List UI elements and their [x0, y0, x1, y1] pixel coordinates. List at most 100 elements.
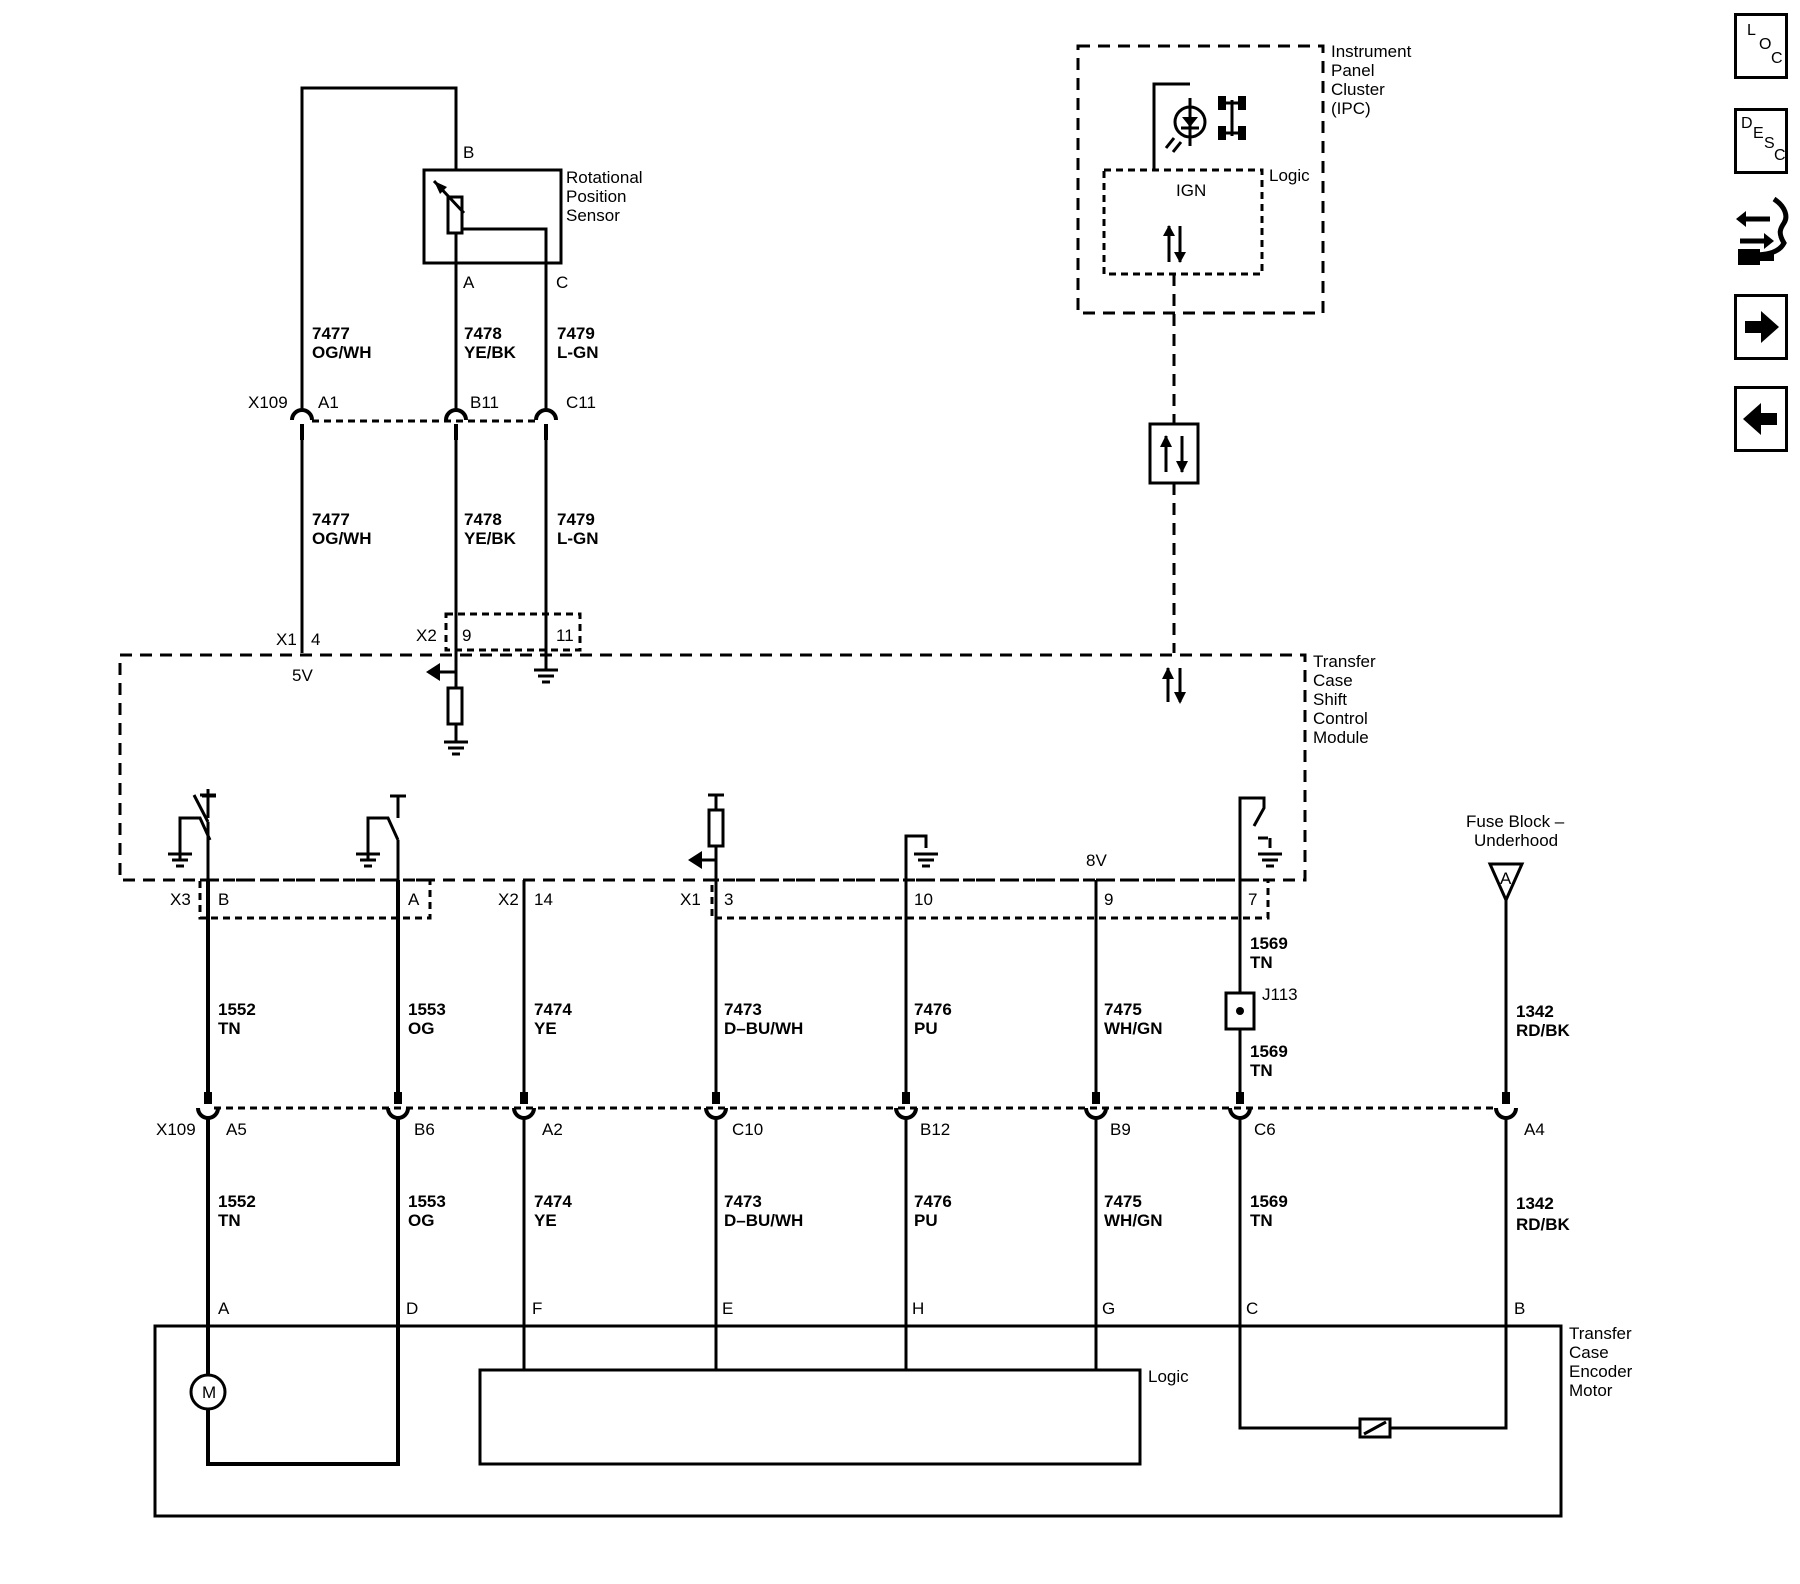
- wire-7479-color: L-GN: [557, 343, 599, 362]
- tccm-x3-a: A: [408, 890, 420, 909]
- low-side-switch-b: [168, 789, 216, 880]
- tccm-x2b-pin: 14: [534, 890, 553, 909]
- ipc-title-2: Panel: [1331, 61, 1374, 80]
- wire-7478-color: YE/BK: [464, 343, 517, 362]
- back-arrow-icon: [1743, 403, 1777, 435]
- loc-letter-o: O: [1759, 36, 1772, 53]
- wire-7475-color: WH/GN: [1104, 1019, 1163, 1038]
- motor-pin-c: C: [1246, 1299, 1258, 1318]
- motor-pin-b: B: [1514, 1299, 1525, 1318]
- wire-1569-lower-color: TN: [1250, 1211, 1273, 1230]
- ground-10: [904, 834, 938, 880]
- tccm-x1b-pin: 3: [724, 890, 733, 909]
- x109-pin-a2: A2: [542, 1120, 563, 1139]
- wire-1553-lower-color: OG: [408, 1211, 434, 1230]
- x109-pin-c11: C11: [566, 393, 596, 412]
- motor-pin-e: E: [722, 1299, 733, 1318]
- motor-pin-f: F: [532, 1299, 542, 1318]
- wiring-diagram: B A C Rotational Position Sensor 7477 OG…: [118, 42, 1633, 1518]
- motor-title-4: Motor: [1569, 1381, 1613, 1400]
- wire-1553-lower-circuit: 1553: [408, 1192, 446, 1211]
- sensor-pin-c: C: [556, 273, 568, 292]
- loc-button[interactable]: L O C: [1734, 13, 1788, 79]
- connector-end-view-icon[interactable]: [1734, 193, 1790, 273]
- wire-7477-lower-circuit: 7477: [312, 510, 350, 529]
- wire-7478-circuit: 7478: [464, 324, 502, 343]
- ground-icon: [444, 740, 468, 756]
- heater-element-icon: [1358, 1417, 1392, 1439]
- sensor-title-3: Sensor: [566, 206, 620, 225]
- back-button[interactable]: [1734, 386, 1788, 452]
- wire-1569-circuit: 1569: [1250, 1042, 1288, 1061]
- wire-1342-lower-color: RD/BK: [1516, 1215, 1571, 1234]
- wire-7476-circuit: 7476: [914, 1000, 952, 1019]
- wire-1553-circuit: 1553: [408, 1000, 446, 1019]
- tccm-x2-pin9: 9: [462, 626, 471, 645]
- motor-pin-h: H: [912, 1299, 924, 1318]
- wire-7474-lower-color: YE: [534, 1211, 557, 1230]
- low-side-switch-a: [356, 794, 406, 880]
- desc-letter-c: C: [1774, 147, 1786, 164]
- instrument-panel-cluster: IGN Logic Instrument Panel Cluster (IPC): [1076, 42, 1412, 653]
- ipc-logic-label: Logic: [1269, 166, 1310, 185]
- x109-pin-c6: C6: [1254, 1120, 1276, 1139]
- tccm-title-3: Shift: [1313, 690, 1347, 709]
- x109-top-connector: X109: [248, 393, 288, 412]
- tccm-x2b: X2: [498, 890, 519, 909]
- motor-m-label: M: [202, 1383, 216, 1402]
- wire-7477-circuit: 7477: [312, 324, 350, 343]
- forward-button[interactable]: [1734, 294, 1788, 360]
- x109-pin-b11: B11: [470, 393, 499, 412]
- sensor-pin-a: A: [463, 273, 475, 292]
- wire-7479-circuit: 7479: [557, 324, 595, 343]
- wire-1342-color: RD/BK: [1516, 1021, 1571, 1040]
- wire-7479-lower-circuit: 7479: [557, 510, 595, 529]
- tccm-title-1: Transfer: [1313, 652, 1376, 671]
- wire-1552-lower-color: TN: [218, 1211, 241, 1230]
- tccm-title-5: Module: [1313, 728, 1369, 747]
- x109-pin-c10: C10: [732, 1120, 763, 1139]
- x109-pin-a5: A5: [226, 1120, 247, 1139]
- tccm-title-4: Control: [1313, 709, 1368, 728]
- rotational-position-sensor: B A C Rotational Position Sensor: [300, 86, 643, 412]
- wire-1569-lower-circuit: 1569: [1250, 1192, 1288, 1211]
- tccm-8v: 8V: [1086, 851, 1107, 870]
- low-side-switch-7: [1238, 796, 1282, 880]
- motor-pin-g: G: [1102, 1299, 1115, 1318]
- lower-wires: 1569 TN J113 1552 TN 1553 OG 7474 YE 747…: [156, 880, 1571, 1326]
- motor-title-2: Case: [1569, 1343, 1609, 1362]
- ipc-serial-data-icon: [1163, 225, 1186, 263]
- ground-icon: [534, 668, 558, 684]
- tccm-x3-b: B: [218, 890, 229, 909]
- tccm-x2-pin11: 11: [556, 626, 574, 645]
- motor-pin-a: A: [218, 1299, 230, 1318]
- wire-1552-circuit: 1552: [218, 1000, 256, 1019]
- desc-letter-d: D: [1741, 115, 1753, 132]
- fuse-title-2: Underhood: [1474, 831, 1558, 850]
- wire-7476-color: PU: [914, 1019, 938, 1038]
- sensor-pin-b: B: [463, 143, 474, 162]
- upper-wires: 7477 OG/WH 7478 YE/BK 7479 L-GN X109 A1 …: [248, 263, 599, 653]
- wire-1569-color: TN: [1250, 1061, 1273, 1080]
- wire-7476-lower-color: PU: [914, 1211, 938, 1230]
- desc-button[interactable]: D E S C: [1734, 108, 1788, 174]
- fuse-title-1: Fuse Block –: [1466, 812, 1565, 831]
- fuse-block-underhood: Fuse Block – Underhood A: [1466, 812, 1565, 1094]
- wire-1552-lower-circuit: 1552: [218, 1192, 256, 1211]
- ipc-title-1: Instrument: [1331, 42, 1412, 61]
- motor-pin-d: D: [406, 1299, 418, 1318]
- wire-7476-lower-circuit: 7476: [914, 1192, 952, 1211]
- four-wheel-drive-icon: [1218, 96, 1246, 140]
- x109-pin-b9: B9: [1110, 1120, 1131, 1139]
- transfer-case-shift-control-module: X1 4 X2 9 11 5V Transfer Case Shift: [118, 612, 1376, 920]
- ipc-title-3: Cluster: [1331, 80, 1385, 99]
- forward-arrow-icon: [1745, 311, 1779, 343]
- tccm-x1b: X1: [680, 890, 701, 909]
- wire-7477-color: OG/WH: [312, 343, 372, 362]
- wire-1553-color: OG: [408, 1019, 434, 1038]
- wire-7473-lower-color: D–BU/WH: [724, 1211, 803, 1230]
- wire-7474-color: YE: [534, 1019, 557, 1038]
- wire-7475-lower-circuit: 7475: [1104, 1192, 1142, 1211]
- loc-letter-c: C: [1771, 50, 1783, 67]
- tccm-x1-pin: 4: [311, 630, 320, 649]
